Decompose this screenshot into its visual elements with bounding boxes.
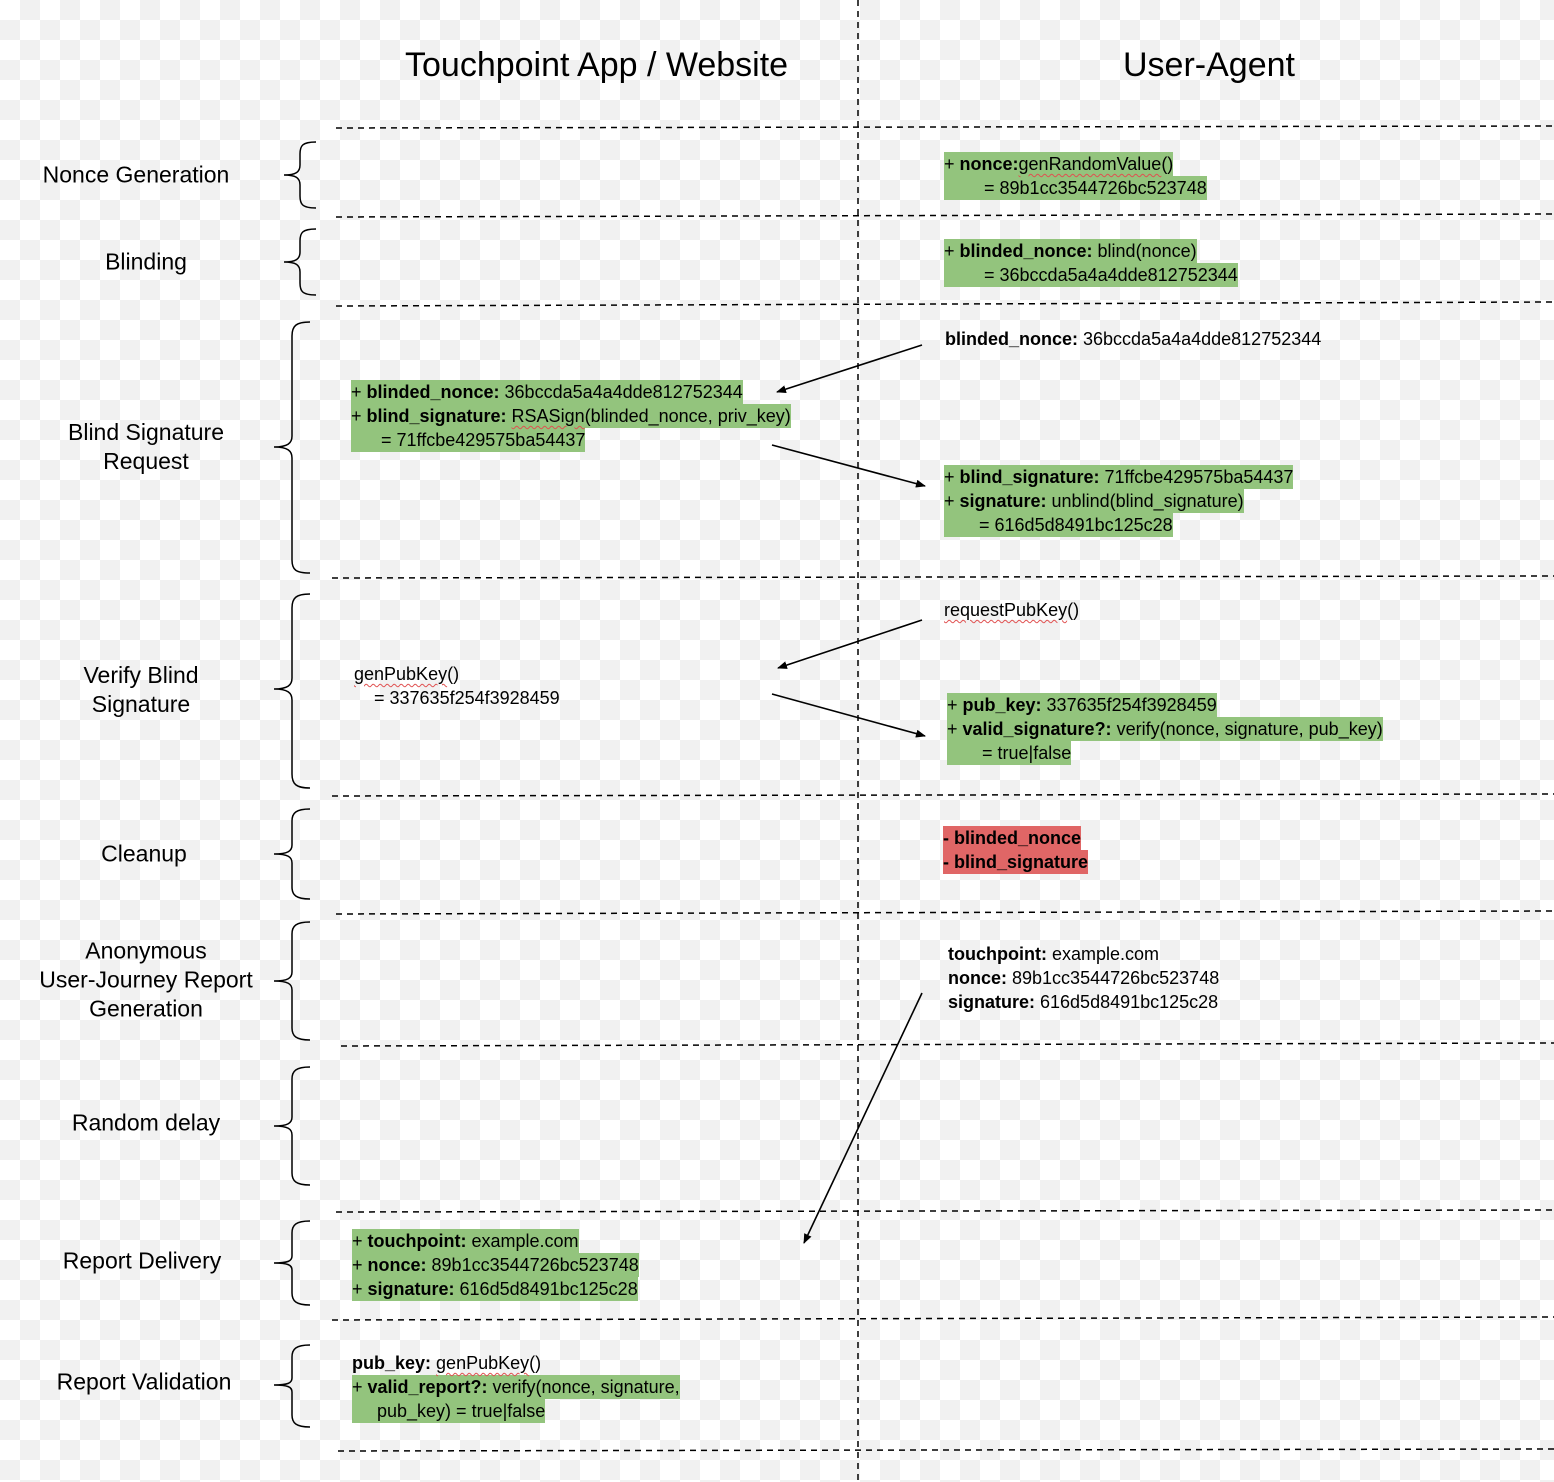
tp-sign-block: + blinded_nonce: 36bccda5a4a4dde81275234… xyxy=(351,380,791,452)
brace-nonce-generation xyxy=(283,141,317,209)
nonce-result-line: = 89b1cc3544726bc523748 xyxy=(944,176,1207,200)
separator-7 xyxy=(340,1042,1554,1047)
phase-label-nonce-generation: Nonce Generation xyxy=(42,161,230,188)
ua-blind-signature-line: + blind_signature: 71ffcbe429575ba54437 xyxy=(944,465,1294,489)
ua-report-touchpoint-line: touchpoint: example.com xyxy=(948,944,1160,964)
genpubkey-fn: genPubKey xyxy=(354,664,448,684)
cleanup-blinded-nonce-line: - blinded_nonce xyxy=(943,826,1082,850)
separator-2 xyxy=(335,213,1554,218)
brace-blinding xyxy=(283,228,317,296)
tp-validate-pubkey-line: pub_key: genPubKey() xyxy=(352,1353,542,1373)
tp-blind-signature-line: + blind_signature: RSASign(blinded_nonce… xyxy=(351,404,791,428)
ua-report-signature-line: signature: 616d5d8491bc125c28 xyxy=(948,992,1219,1012)
phase-label-report-validation: Report Validation xyxy=(56,1368,232,1395)
nonce-line: + nonce: genRandomValue() xyxy=(944,152,1174,176)
column-header-touchpoint: Touchpoint App / Website xyxy=(405,46,789,84)
brace-report-delivery xyxy=(273,1220,311,1306)
genpubkey-line: genPubKey() xyxy=(354,664,460,684)
validate-genpubkey-fn: genPubKey xyxy=(436,1353,530,1373)
request-pubkey-fn: requestPubKey xyxy=(944,600,1068,620)
tp-blinded-nonce-line: + blinded_nonce: 36bccda5a4a4dde81275234… xyxy=(351,380,743,404)
phase-separators xyxy=(331,125,1554,1452)
phase-label-random-delay: Random delay xyxy=(71,1109,221,1136)
ua-valid-signature-line: + valid_signature?: verify(nonce, signat… xyxy=(947,717,1383,741)
phase-label-line: User-Journey Report xyxy=(39,966,253,993)
separator-3 xyxy=(335,301,1554,307)
phase-label-line: Verify Blind xyxy=(83,662,199,688)
phase-label-line: Generation xyxy=(89,995,203,1022)
ua-cleanup-block: - blinded_nonce - blind_signature xyxy=(943,826,1089,874)
tp-report-nonce-line: + nonce: 89b1cc3544726bc523748 xyxy=(352,1253,639,1277)
ua-signature-result-line: = 616d5d8491bc125c28 xyxy=(944,513,1173,537)
tp-genpubkey-block: genPubKey() = 337635f254f3928459 xyxy=(354,662,560,710)
ua-blinding-block: + blinded_nonce: blind(nonce) = 36bccda5… xyxy=(944,239,1238,287)
ua-signature-line: + signature: unblind(blind_signature) xyxy=(944,489,1244,513)
flow-arrows xyxy=(771,344,926,1244)
tp-report-touchpoint-line: + touchpoint: example.com xyxy=(352,1229,579,1253)
arrow-tp-to-ua-blind-signature xyxy=(771,444,926,488)
brace-report-validation xyxy=(273,1344,311,1428)
ua-unblind-block: + blind_signature: 71ffcbe429575ba54437 … xyxy=(944,465,1294,537)
rsa-sign-fn: RSASign xyxy=(511,406,585,426)
blinded-nonce-result-line: = 36bccda5a4a4dde812752344 xyxy=(944,263,1238,287)
tp-report-delivery-block: + touchpoint: example.com + nonce: 89b1c… xyxy=(352,1229,639,1301)
genpubkey-result-line: = 337635f254f3928459 xyxy=(354,688,560,708)
tp-blind-signature-result-line: = 71ffcbe429575ba54437 xyxy=(351,428,586,452)
phase-label-blind-signature-request: Blind Signature Request xyxy=(68,418,224,476)
brace-verify-blind-signature xyxy=(273,593,311,789)
request-pubkey-line: requestPubKey() xyxy=(944,600,1080,620)
blinded-nonce-message: blinded_nonce: 36bccda5a4a4dde812752344 xyxy=(945,329,1322,349)
ua-valid-signature-result-line: = true|false xyxy=(947,741,1072,765)
ua-pubkey-line: + pub_key: 337635f254f3928459 xyxy=(947,693,1217,717)
brace-blind-signature-request xyxy=(273,321,311,574)
separator-5 xyxy=(331,793,1554,797)
blinded-nonce-line: + blinded_nonce: blind(nonce) xyxy=(944,239,1197,263)
arrow-tp-to-ua-pubkey xyxy=(771,693,926,738)
ua-send-blinded-nonce-block: blinded_nonce: 36bccda5a4a4dde812752344 xyxy=(945,327,1321,351)
separator-4 xyxy=(331,575,1554,579)
phase-label-line: Anonymous xyxy=(85,937,207,964)
tp-validate-highlight: + valid_report?: verify(nonce, signature… xyxy=(352,1375,680,1423)
tp-report-signature-line: + signature: 616d5d8491bc125c28 xyxy=(352,1277,638,1301)
cleanup-blind-signature-line: - blind_signature xyxy=(943,850,1089,874)
brace-cleanup xyxy=(273,808,311,900)
ua-verify-block: + pub_key: 337635f254f3928459 + valid_si… xyxy=(947,693,1383,765)
phase-label-blinding: Blinding xyxy=(105,248,187,275)
ua-report-nonce-line: nonce: 89b1cc3544726bc523748 xyxy=(948,968,1220,988)
phase-label-line: Signature xyxy=(91,691,191,717)
brace-random-delay xyxy=(273,1066,311,1186)
phase-label-line: Request xyxy=(103,448,189,474)
phase-braces xyxy=(273,141,317,1428)
tp-valid-report-line: + valid_report?: verify(nonce, signature… xyxy=(352,1375,680,1399)
separator-8 xyxy=(335,1209,1554,1213)
ua-report-block: touchpoint: example.com nonce: 89b1cc354… xyxy=(948,942,1219,1014)
phase-label-verify-blind-signature: Verify Blind Signature xyxy=(83,661,198,719)
phase-label-line: Blind Signature xyxy=(68,419,224,445)
tp-valid-report-result-line: pub_key) = true|false xyxy=(352,1399,546,1423)
ua-request-pubkey-block: requestPubKey() xyxy=(944,598,1079,622)
arrow-ua-to-tp-blinded-nonce xyxy=(776,344,923,394)
arrow-ua-to-tp-report xyxy=(803,992,923,1244)
tp-report-validation-block: pub_key: genPubKey() + valid_report?: ve… xyxy=(352,1351,680,1423)
separator-10 xyxy=(337,1448,1554,1452)
phase-label-report-delivery: Report Delivery xyxy=(62,1247,222,1274)
phase-label-report-generation: Anonymous User-Journey Report Generation xyxy=(39,937,252,1024)
gen-random-value-fn: genRandomValue xyxy=(1018,154,1162,174)
separator-9 xyxy=(331,1316,1554,1321)
ua-nonce-generation-block: + nonce: genRandomValue() = 89b1cc354472… xyxy=(944,152,1207,200)
separator-1 xyxy=(335,125,1554,129)
brace-report-generation xyxy=(273,921,311,1041)
arrow-ua-to-tp-request-pubkey xyxy=(777,619,923,669)
separator-6 xyxy=(335,910,1554,915)
phase-label-cleanup: Cleanup xyxy=(101,840,187,867)
column-header-user-agent: User-Agent xyxy=(1123,46,1295,84)
